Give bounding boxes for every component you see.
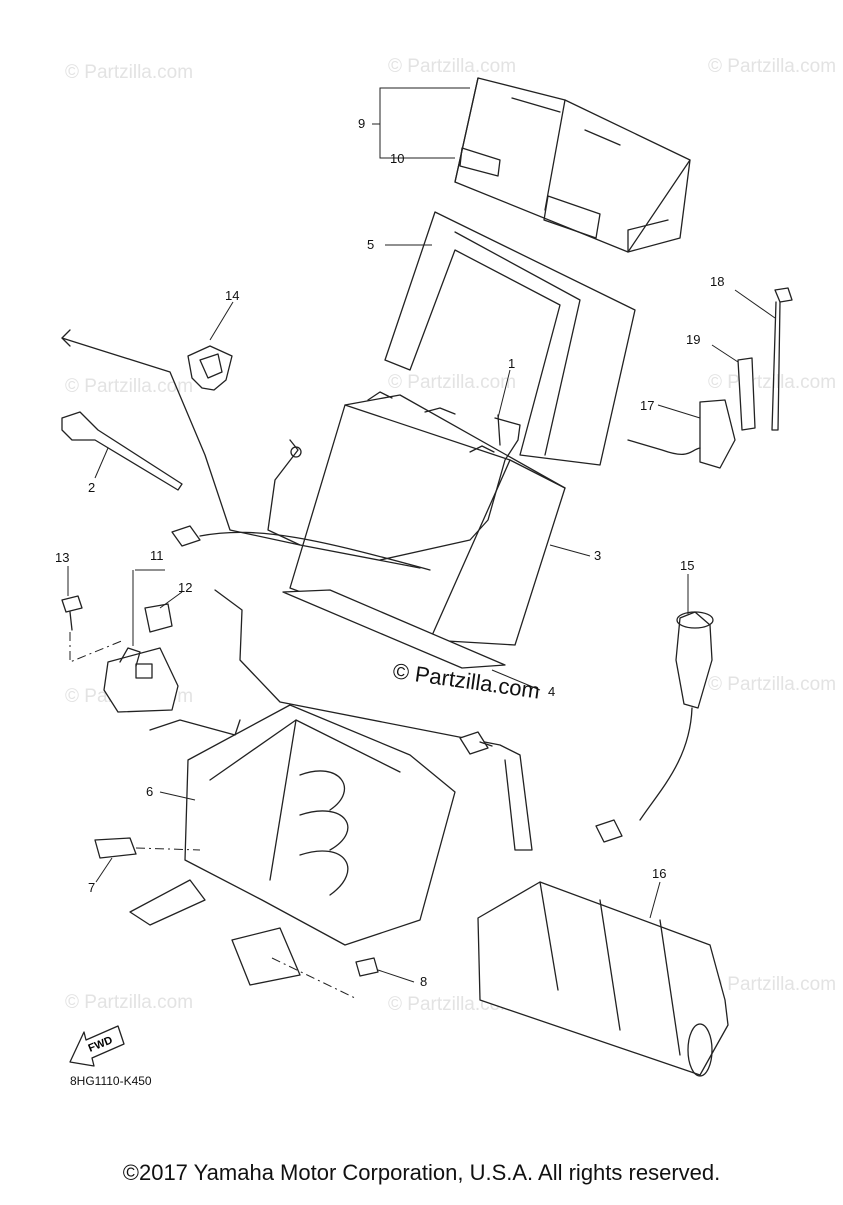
protector-cover [477,881,729,1077]
battery-cover [454,77,691,253]
foam-pad [737,357,756,431]
callout-8: 8 [420,974,427,989]
diagram-code: 8HG1110-K450 [70,1074,152,1088]
tie-strap [771,287,793,431]
callout-14: 14 [225,288,239,303]
bolt [61,595,125,663]
battery-pad [282,589,506,669]
callout-15: 15 [680,558,694,573]
battery-box [129,589,533,986]
callout-1: 1 [508,356,515,371]
callout-12: 12 [178,580,192,595]
battery [289,391,566,646]
rubber-pad [94,837,201,859]
copyright-footer: ©2017 Yamaha Motor Corporation, U.S.A. A… [122,1160,721,1185]
clamp [187,345,233,391]
watermark: © Partzilla.com [708,56,836,77]
callout-labels: 1 2 3 4 5 6 7 8 9 10 11 12 13 14 15 16 1… [55,116,724,989]
watermark: © Partzilla.com [65,62,193,83]
callout-19: 19 [686,332,700,347]
callout-9: 9 [358,116,365,131]
watermark: © Partzilla.com [708,674,836,695]
callout-11: 11 [150,548,164,563]
callout-17: 17 [640,398,654,413]
callout-5: 5 [367,237,374,252]
callout-4: 4 [548,684,555,699]
dc-socket [595,611,714,843]
leader-lines [67,87,776,983]
watermark: © Partzilla.com [708,372,836,393]
callout-6: 6 [146,784,153,799]
battery-band [384,211,636,466]
watermark: © Partzilla.com [65,376,193,397]
bolt-pair [271,731,493,999]
starter-relay [103,603,179,713]
battery-lead [379,414,521,561]
callout-18: 18 [710,274,724,289]
watermark: © Partzilla.com [65,992,193,1013]
callout-2: 2 [88,480,95,495]
watermark: © Partzilla.com [388,372,516,393]
callout-3: 3 [594,548,601,563]
watermark: © Partzilla.com [708,974,836,995]
wire-lead [171,525,431,571]
cable-tie [61,411,183,491]
callout-13: 13 [55,550,69,565]
callout-7: 7 [88,880,95,895]
callout-16: 16 [652,866,666,881]
watermark: © Partzilla.com [388,56,516,77]
callout-10: 10 [390,151,404,166]
fuse-holder [627,399,736,469]
fwd-arrow-icon: FWD [69,1025,125,1067]
